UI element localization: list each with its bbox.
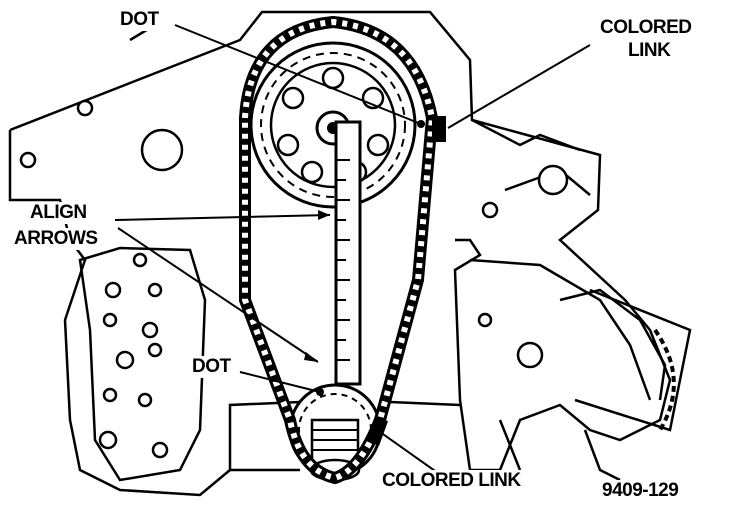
figure-number: 9409-129 xyxy=(600,480,681,502)
label-colored-link-top-line1: COLORED xyxy=(598,17,694,39)
leader-lines xyxy=(114,24,591,479)
camshaft-sprocket xyxy=(249,41,417,209)
label-colored-link-top-line2: LINK xyxy=(626,40,673,62)
label-align-arrows-line1: ALIGN xyxy=(28,202,89,224)
label-dot-bottom: DOT xyxy=(190,356,233,378)
bolt-holes xyxy=(19,99,569,459)
colored-link-bottom xyxy=(365,416,389,446)
colored-link-top xyxy=(432,116,446,142)
label-colored-link-bottom: COLORED LINK xyxy=(380,470,523,492)
crankshaft-sprocket xyxy=(288,383,382,482)
timing-chain xyxy=(239,15,439,485)
oil-filter xyxy=(574,288,692,432)
arrowheads xyxy=(304,210,330,362)
straightedge xyxy=(334,120,362,386)
label-align-arrows-line2: ARROWS xyxy=(12,228,100,250)
label-dot-top: DOT xyxy=(118,9,161,31)
engine-block xyxy=(8,10,672,497)
